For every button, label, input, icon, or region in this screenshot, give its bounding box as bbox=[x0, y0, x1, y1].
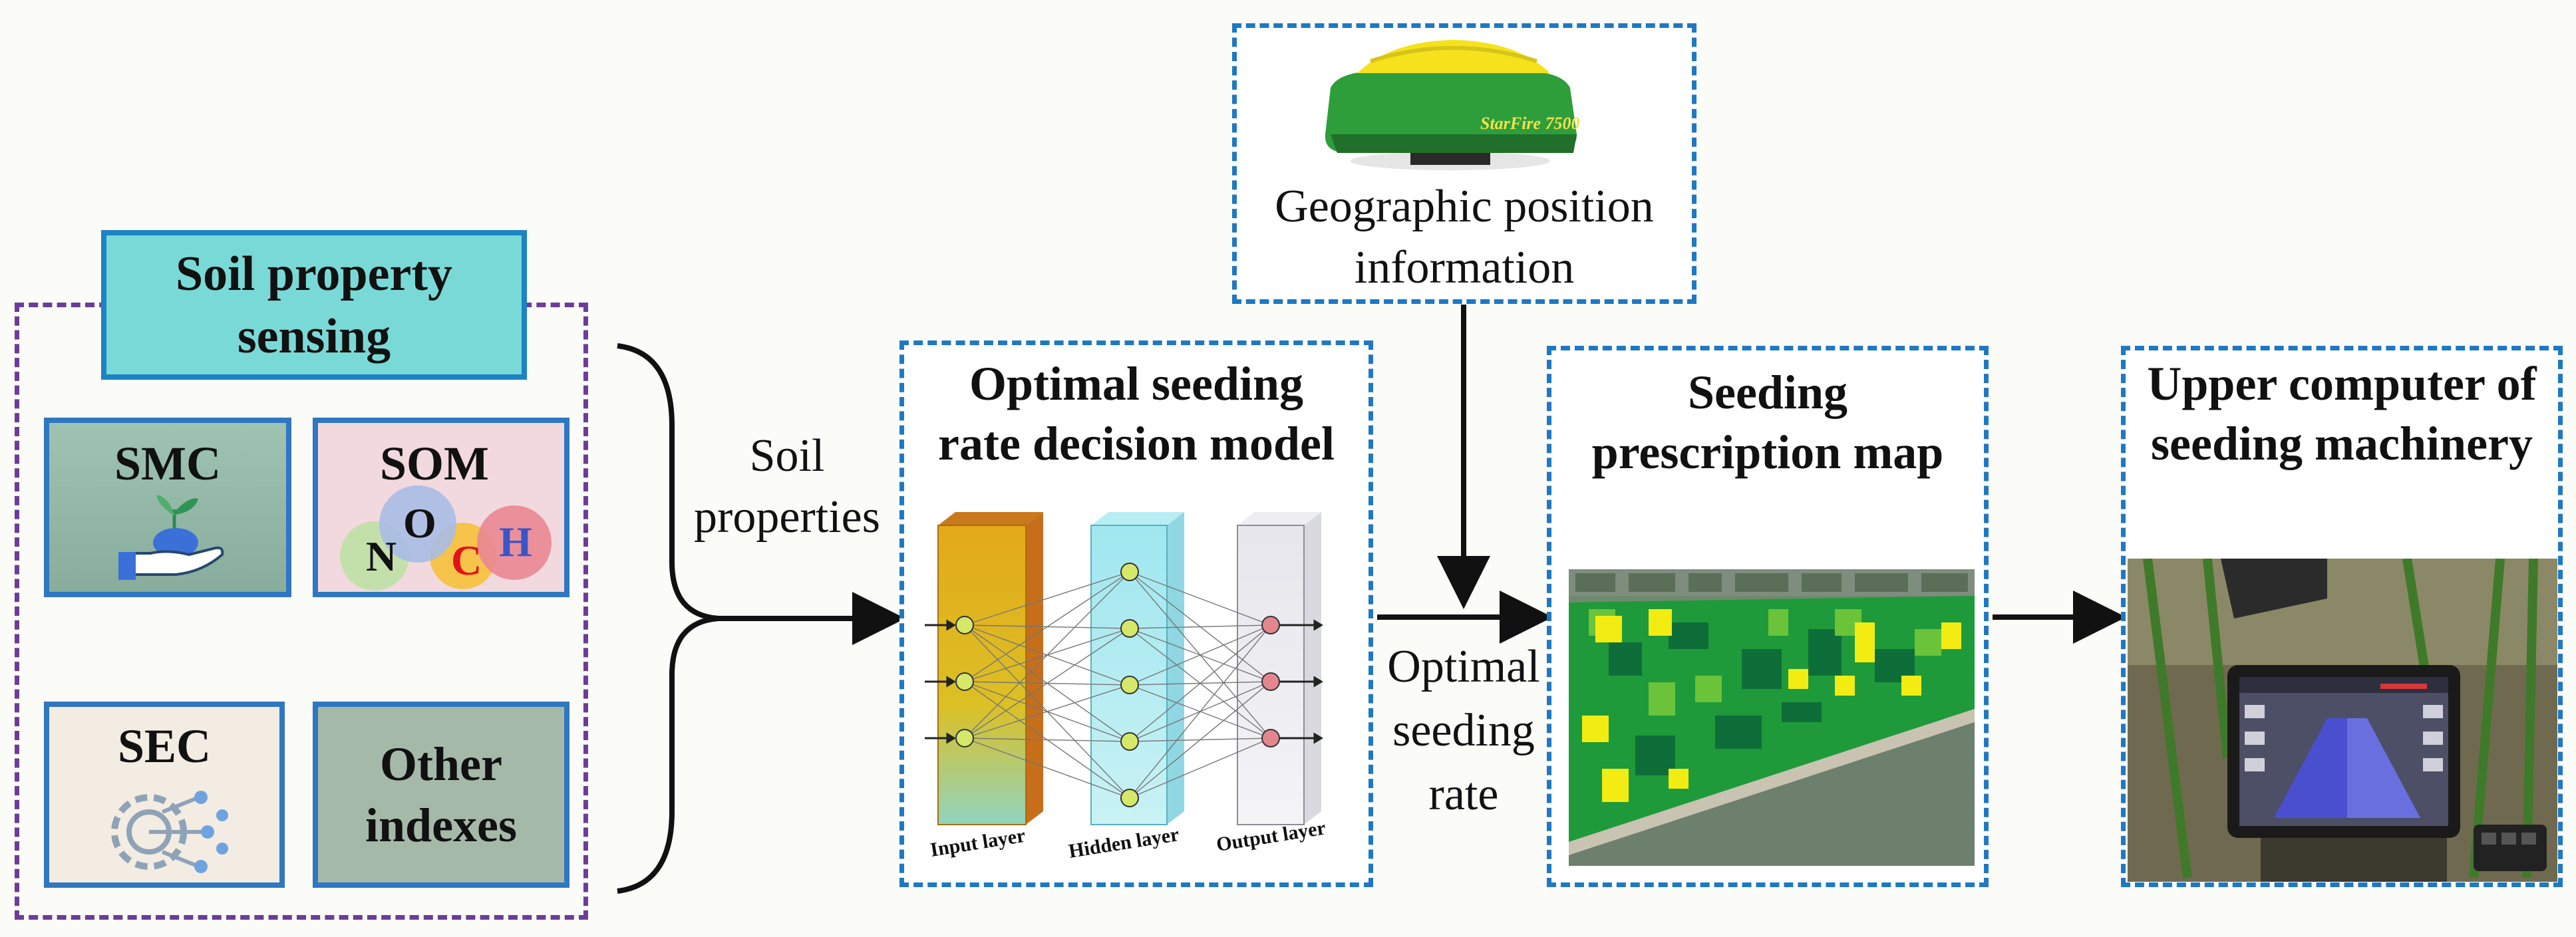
hidden-layer-label: Hidden layer bbox=[1067, 823, 1181, 863]
prescription-map-image bbox=[1569, 569, 1975, 866]
som-label: SOM bbox=[379, 437, 489, 490]
rate-label-line1: Optimal bbox=[1387, 641, 1540, 692]
sec-tile: SEC bbox=[44, 702, 285, 888]
gps-receiver-image: StarFire 7500 bbox=[1325, 40, 1580, 170]
gps-brand-text: StarFire 7500 bbox=[1480, 114, 1580, 133]
element-c: C bbox=[451, 537, 482, 584]
som-tile: SOM N O C H bbox=[313, 418, 569, 597]
element-n: N bbox=[366, 533, 397, 580]
gps-label-line1: Geographic position bbox=[1275, 181, 1654, 232]
tractor-display-image bbox=[2128, 559, 2557, 882]
soil-sensing-title: Soil property sensing bbox=[101, 230, 527, 380]
soil-sensing-title-line2: sensing bbox=[237, 309, 391, 364]
model-title-line1: Optimal seeding bbox=[969, 357, 1304, 410]
other-indexes-line1: Other bbox=[380, 737, 502, 791]
soil-properties-label: Soil properties bbox=[677, 426, 897, 548]
upper-computer-title-line2: seeding machinery bbox=[2151, 417, 2533, 470]
gps-label-line2: information bbox=[1354, 242, 1575, 293]
other-indexes-line2: indexes bbox=[365, 799, 518, 852]
smc-label: SMC bbox=[114, 437, 221, 490]
soil-properties-line1: Soil bbox=[749, 430, 825, 481]
model-title: Optimal seeding rate decision model bbox=[906, 354, 1367, 473]
gear-circuit-icon bbox=[111, 791, 228, 873]
input-layer-label: Input layer bbox=[929, 825, 1027, 861]
rate-label: Optimal seeding rate bbox=[1364, 635, 1563, 827]
other-indexes-tile: Other indexes bbox=[313, 702, 569, 888]
element-h: H bbox=[499, 518, 532, 565]
prescription-title-line1: Seeding bbox=[1687, 366, 1848, 419]
soil-properties-line2: properties bbox=[694, 491, 880, 543]
prescription-title: Seeding prescription map bbox=[1553, 362, 1982, 482]
prescription-title-line2: prescription map bbox=[1591, 426, 1944, 479]
model-title-line2: rate decision model bbox=[938, 417, 1335, 470]
smc-tile: SMC bbox=[44, 418, 291, 597]
rate-label-line2: seeding bbox=[1392, 705, 1535, 756]
soil-sensing-title-line1: Soil property bbox=[176, 246, 452, 301]
sec-label: SEC bbox=[117, 720, 212, 773]
gps-label: Geographic position information bbox=[1235, 176, 1694, 299]
upper-computer-title-line1: Upper computer of bbox=[2147, 357, 2537, 410]
elements-bubbles-icon: N O C H bbox=[340, 485, 552, 591]
rate-label-line3: rate bbox=[1428, 769, 1499, 820]
element-o: O bbox=[403, 499, 436, 547]
neural-network-diagram: Input layer Hidden layer Output layer bbox=[925, 512, 1327, 863]
upper-computer-title: Upper computer of seeding machinery bbox=[2124, 354, 2560, 473]
plant-in-hand-icon bbox=[118, 495, 224, 580]
